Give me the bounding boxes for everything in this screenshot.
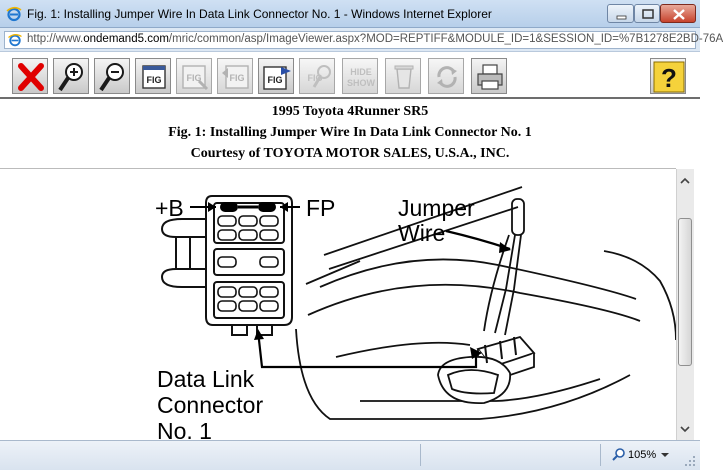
label-jumper: Jumper [398, 195, 475, 221]
fig-search-icon: FIG [308, 65, 331, 88]
connector-latch [231, 325, 273, 336]
status-separator [420, 444, 421, 466]
zoom-out-button[interactable] [94, 58, 130, 94]
scrollbar-thumb[interactable] [678, 218, 692, 366]
svg-text:HIDE: HIDE [350, 67, 372, 77]
print-icon [477, 64, 503, 90]
zoom-level[interactable]: 105% [628, 449, 657, 461]
maximize-icon [642, 9, 654, 19]
label-plus-b: +B [155, 195, 184, 221]
resize-grip-icon[interactable] [684, 455, 696, 467]
page-icon [8, 34, 22, 47]
svg-text:FIG: FIG [187, 73, 202, 83]
help-button[interactable]: ? [650, 58, 686, 94]
svg-text:?: ? [661, 63, 677, 93]
viewer-toolbar: FIG FIG FIG FIG FIG HIDE SHO [0, 53, 700, 99]
rotate-icon [437, 66, 457, 88]
close-icon [673, 9, 685, 20]
minimize-button[interactable] [607, 4, 634, 23]
help-icon: ? [653, 61, 685, 93]
minimize-icon [616, 15, 627, 20]
figure-header: 1995 Toyota 4Runner SR5 Fig. 1: Installi… [0, 101, 700, 167]
status-bar: 105% [0, 440, 700, 470]
vehicle-title: 1995 Toyota 4Runner SR5 [271, 104, 429, 119]
figure-button[interactable]: FIG [135, 58, 171, 94]
print-button[interactable] [471, 58, 507, 94]
svg-text:FIG: FIG [230, 73, 245, 83]
label-data-link: Data Link [157, 366, 255, 392]
hide-show-button[interactable]: HIDE SHOW [342, 58, 378, 94]
chevron-down-icon[interactable] [660, 450, 670, 460]
rotate-button[interactable] [428, 58, 464, 94]
title-bar: Fig. 1: Installing Jumper Wire In Data L… [0, 0, 700, 28]
close-window-button[interactable] [660, 4, 696, 23]
zoom-out-icon [99, 63, 124, 92]
scroll-down-icon[interactable] [678, 422, 692, 436]
label-connector: Connector [157, 392, 264, 418]
connector-diagram [160, 186, 677, 420]
terminal-fp [258, 202, 276, 212]
internet-explorer-icon [6, 6, 22, 22]
delete-button[interactable] [385, 58, 421, 94]
zoom-in-icon [58, 63, 83, 92]
fig-hand-icon: FIG [182, 65, 209, 91]
fig-prev-icon: FIG [222, 65, 249, 89]
trash-icon [394, 65, 414, 89]
figure-next-button[interactable]: FIG [258, 58, 294, 94]
fig-next-icon: FIG [263, 66, 291, 90]
status-separator [600, 444, 601, 466]
label-no-1: No. 1 [157, 418, 212, 444]
url-field[interactable]: http://www.ondemand5.com/mric/common/asp… [4, 31, 723, 49]
svg-text:FIG: FIG [308, 73, 323, 83]
svg-text:SHOW: SHOW [347, 78, 376, 88]
header-divider [0, 168, 676, 169]
fig-icon: FIG [142, 65, 166, 89]
hide-show-icon: HIDE SHOW [347, 67, 376, 88]
magnifier-icon [612, 448, 625, 461]
svg-text:FIG: FIG [268, 75, 283, 85]
figure-title: Fig. 1: Installing Jumper Wire In Data L… [168, 125, 532, 140]
figure-search-button[interactable]: FIG [299, 58, 335, 94]
courtesy-line: Courtesy of TOYOTA MOTOR SALES, U.S.A., … [190, 146, 510, 161]
address-bar: http://www.ondemand5.com/mric/common/asp… [0, 28, 723, 52]
figure-previous-button[interactable]: FIG [217, 58, 253, 94]
window-title: Fig. 1: Installing Jumper Wire In Data L… [27, 7, 492, 21]
scroll-up-icon[interactable] [678, 174, 692, 188]
figure-hand-button[interactable]: FIG [176, 58, 212, 94]
close-x-icon [18, 63, 44, 91]
maximize-button[interactable] [634, 4, 660, 23]
label-wire: Wire [398, 220, 446, 246]
figure-image: +B FP Jumper Wire Data Link Connector No… [0, 169, 677, 444]
terminal-b [220, 202, 238, 212]
close-image-button[interactable] [12, 58, 48, 94]
svg-text:FIG: FIG [147, 75, 162, 85]
label-fp: FP [306, 195, 336, 221]
connector-bracket [160, 218, 206, 288]
url-text: http://www.ondemand5.com/mric/common/asp… [27, 33, 723, 45]
connector-body [205, 195, 293, 326]
zoom-in-button[interactable] [53, 58, 89, 94]
